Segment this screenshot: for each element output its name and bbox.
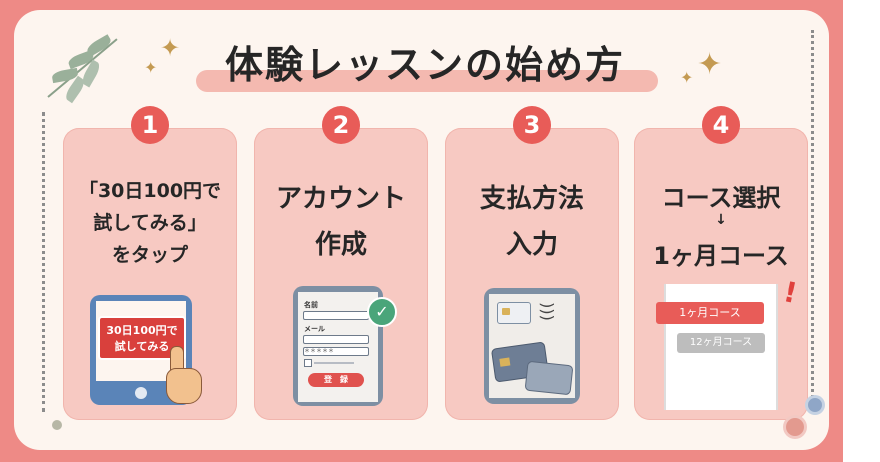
- sparkle-icon: ✦: [680, 68, 694, 87]
- sparkle-icon: ✦: [144, 58, 158, 77]
- button-label-line: 30日100円で: [106, 324, 178, 337]
- title-highlight: [196, 70, 658, 92]
- step-text-line: コース選択: [661, 184, 781, 212]
- step-text-line: をタップ: [111, 244, 188, 266]
- name-field[interactable]: [303, 311, 369, 320]
- register-button[interactable]: 登 録: [308, 373, 364, 387]
- step-number-badge: 3: [513, 106, 551, 144]
- step-number-badge: 2: [322, 106, 360, 144]
- password-mask: ＊＊＊＊＊: [304, 348, 335, 355]
- sparkle-icon: ✦: [160, 34, 181, 62]
- check-icon: ✓: [367, 297, 397, 327]
- hand-pointer-icon: [162, 346, 204, 404]
- step-text-line: 「30日100円で: [78, 180, 222, 202]
- email-field[interactable]: [303, 335, 369, 344]
- email-label: メール: [304, 325, 325, 333]
- step-text-line: 1ヶ月コース: [653, 242, 789, 270]
- step-text-line: 作成: [314, 230, 367, 260]
- credit-card-icon: [525, 361, 573, 395]
- course-option-1month[interactable]: 1ヶ月コース: [656, 302, 764, 324]
- credit-card-icon: [497, 302, 531, 324]
- flower-icon: [786, 418, 804, 436]
- page-title: 体験レッスンの始め方: [224, 43, 625, 87]
- button-label-line: 試してみる: [114, 340, 170, 353]
- step-text-line: アカウント: [275, 184, 406, 214]
- checkbox-label-line: [314, 362, 354, 364]
- step-number-badge: 1: [131, 106, 169, 144]
- sparkle-icon: ✦: [697, 47, 723, 82]
- leaf-branch-icon: [38, 26, 128, 106]
- course-option-label: 1ヶ月コース: [679, 306, 741, 319]
- step-number-badge: 4: [702, 106, 740, 144]
- arrow-down-icon: ↓: [715, 212, 727, 228]
- password-field[interactable]: ＊＊＊＊＊: [303, 347, 369, 356]
- step-text-line: 支払方法: [479, 184, 584, 214]
- name-label: 名前: [304, 301, 318, 309]
- flower-icon: [808, 398, 822, 412]
- dotted-border-right: [811, 30, 814, 410]
- course-option-12months[interactable]: 12ヶ月コース: [677, 333, 765, 353]
- dotted-border-left: [42, 112, 45, 412]
- course-option-label: 12ヶ月コース: [689, 337, 753, 348]
- contactless-icon: ))): [537, 302, 557, 321]
- checkbox[interactable]: [304, 359, 312, 367]
- step-text-line: 試してみる」: [93, 212, 207, 234]
- step-text-line: 入力: [505, 230, 558, 260]
- flower-icon: [52, 420, 62, 430]
